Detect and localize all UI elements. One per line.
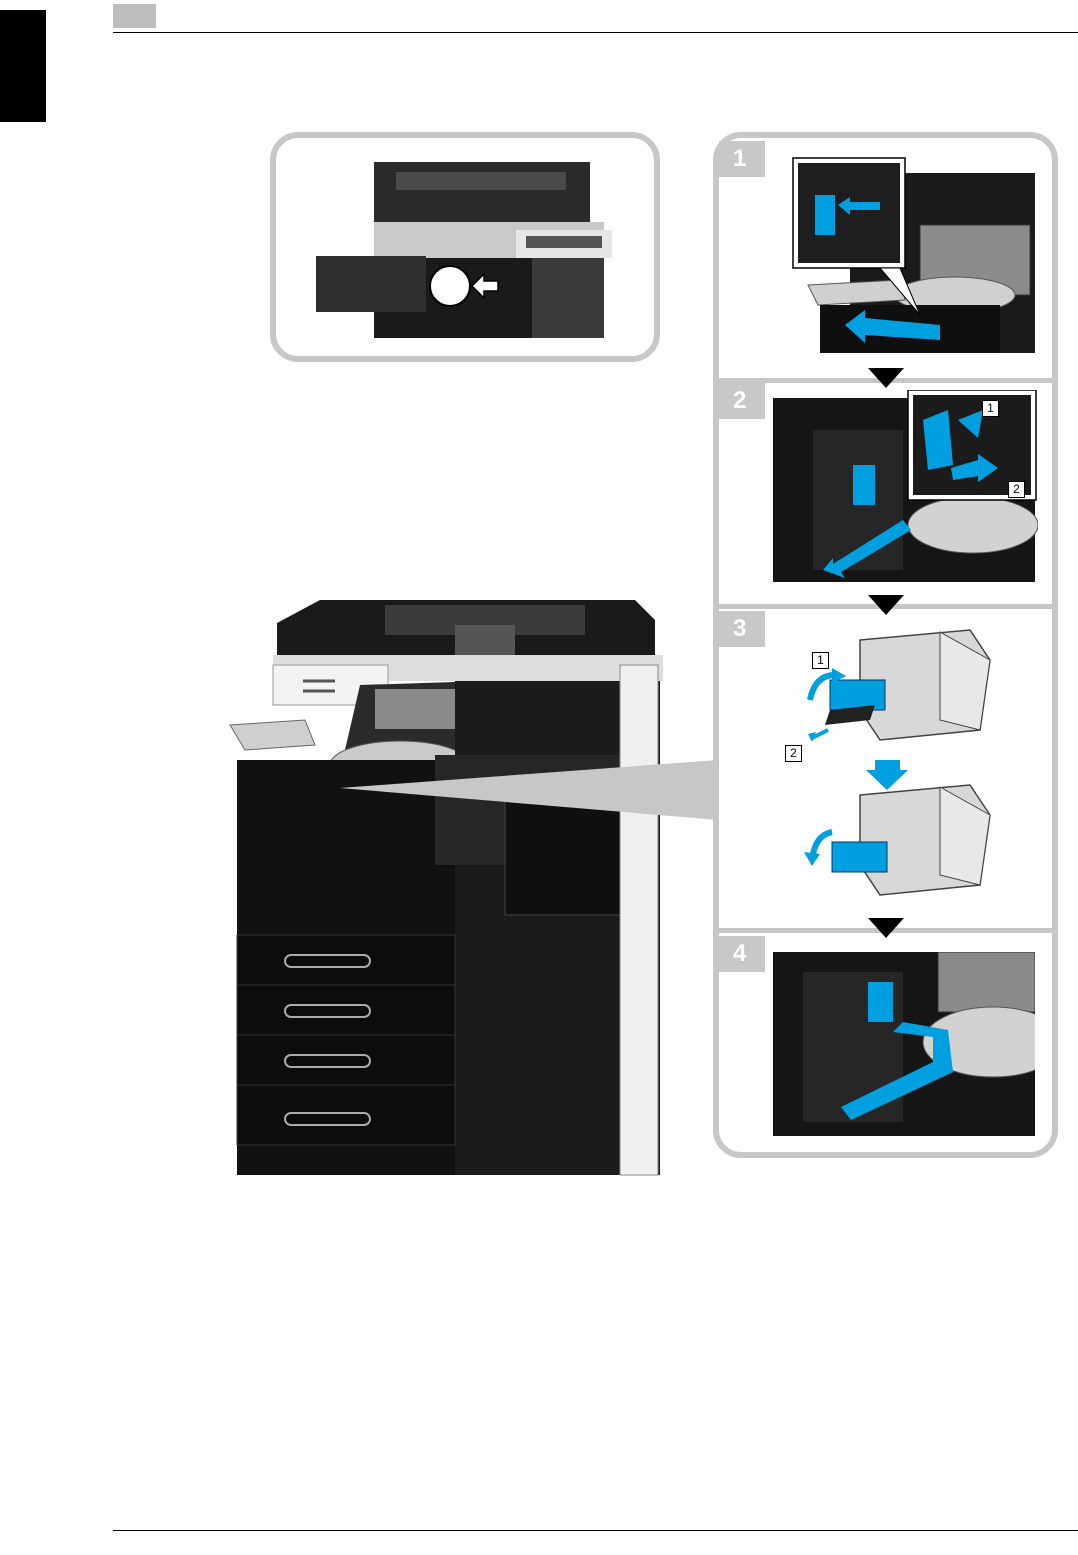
callout-wedge	[340, 760, 720, 830]
step-badge-2: 2	[719, 383, 765, 419]
footer-rule	[113, 1530, 1078, 1531]
step-3-sublabel-1: 1	[812, 652, 829, 669]
main-machine-illustration	[225, 585, 665, 1185]
header-marker	[113, 4, 156, 28]
inset-detail-frame	[270, 132, 660, 362]
step-3-sublabel-2: 2	[785, 745, 802, 762]
inset-machine-illustration	[276, 138, 654, 356]
step-4-illustration	[773, 952, 1035, 1136]
step-2-sublabel-2: 2	[1008, 481, 1025, 498]
step-badge-1: 1	[719, 141, 765, 177]
step-arrow-3	[868, 918, 904, 938]
header-rule	[113, 32, 1078, 33]
step-arrow-1	[868, 368, 904, 388]
step-badge-4: 4	[719, 936, 765, 972]
step-2-sublabel-1: 1	[982, 400, 999, 417]
step-arrow-2	[868, 595, 904, 615]
step-2-illustration	[773, 390, 1038, 582]
step-badge-3: 3	[719, 611, 765, 647]
chapter-tab	[0, 10, 46, 122]
step-1-illustration	[790, 155, 1040, 355]
